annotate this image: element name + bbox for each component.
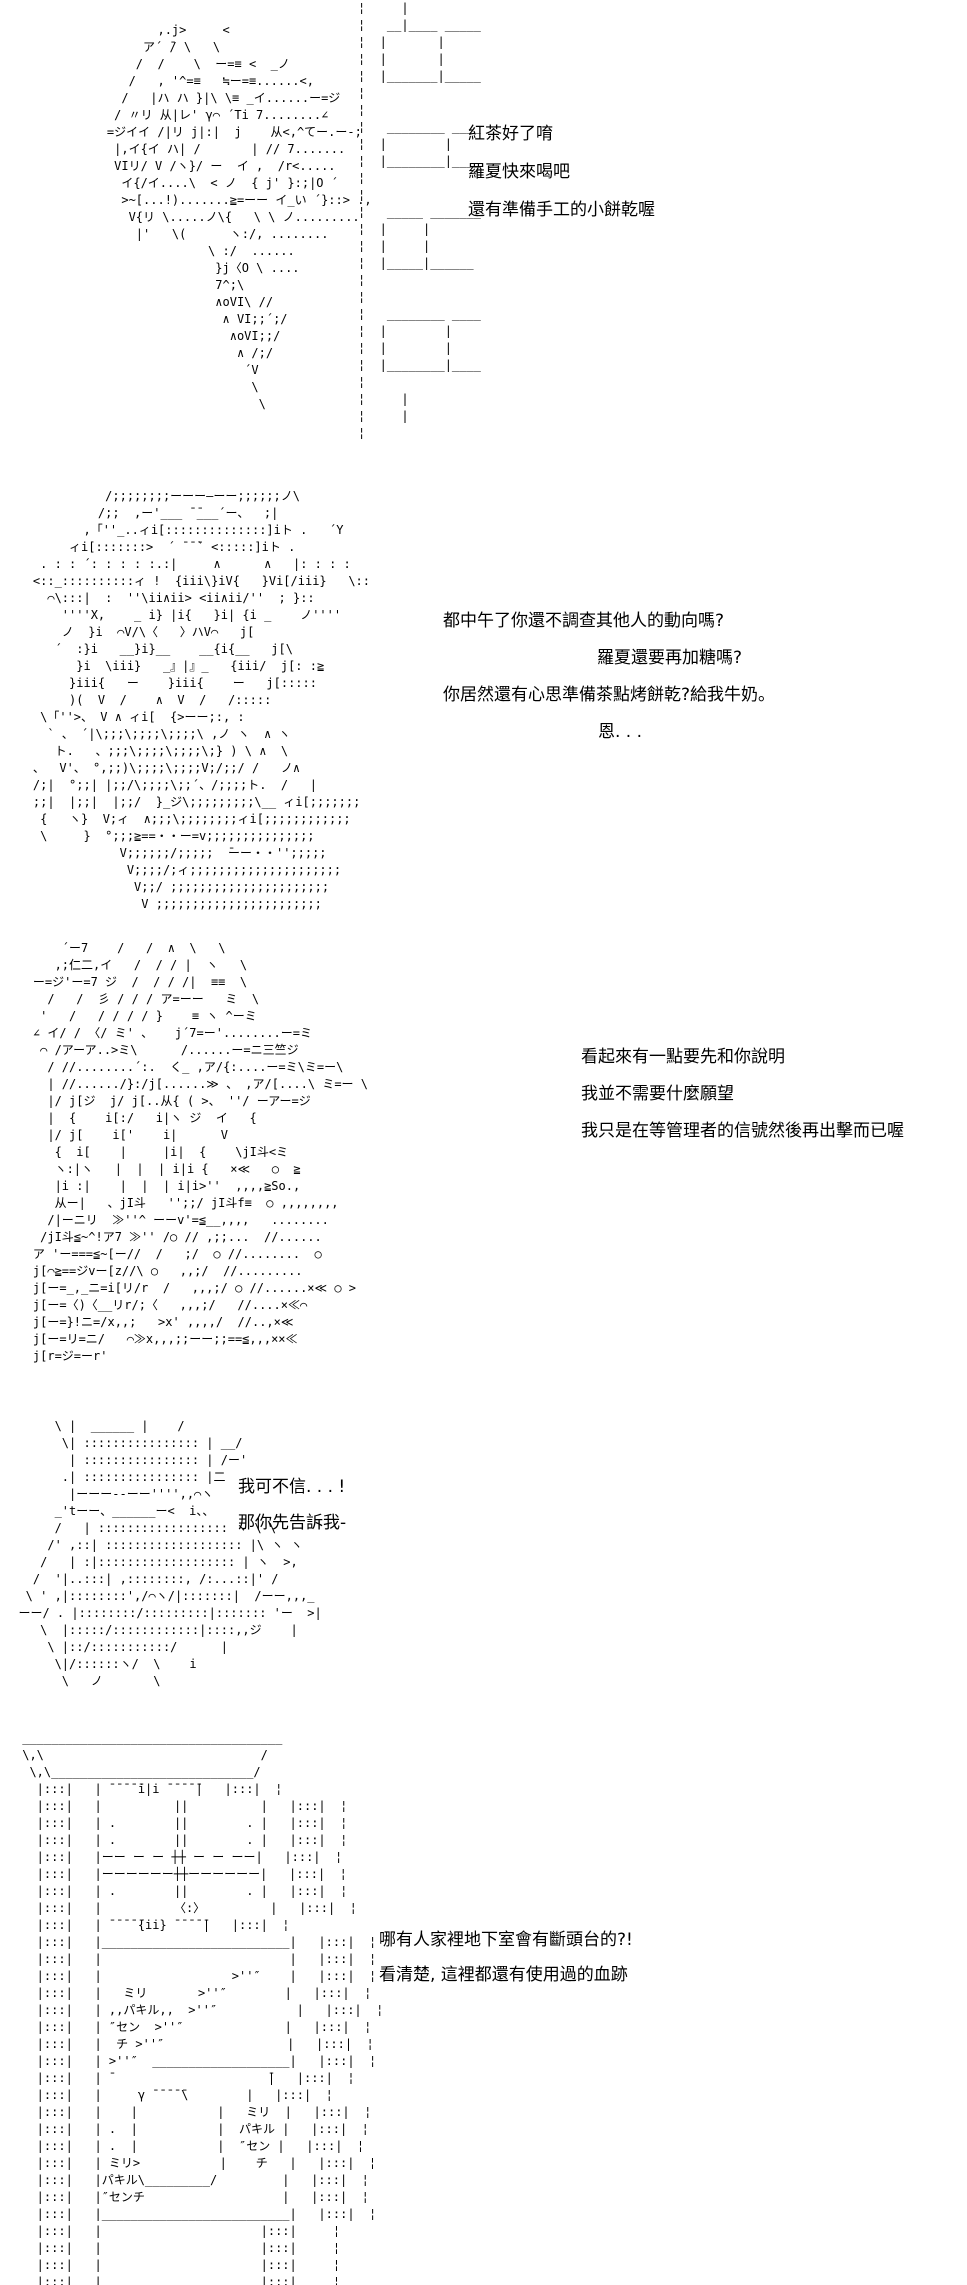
scene5-dialogue-line-2: 看清楚, 這裡都還有使用過的血跡: [379, 1965, 628, 1985]
scene3-dialogue-line-2: 我並不需要什麼願望: [581, 1084, 734, 1104]
scene4-dialogue-line-1: 我可不信. . . !: [238, 1477, 346, 1497]
scene2-character-ascii-art: /;;;;;;;;ーーー―ーー;;;;;;ノ\ /;; ,ー'___ ̄ ̄__…: [32, 489, 371, 911]
scene2-dialogue-line-3: 你居然還有心思準備茶點烤餅乾?給我牛奶。: [443, 685, 776, 705]
scene4-character-ascii-art: \ | ______ | / \| :::::::::::::::: | __/…: [18, 1419, 322, 1688]
scene2-dialogue-line-4: 恩. . .: [598, 722, 643, 742]
scene5-dialogue-line-1: 哪有人家裡地下室會有斷頭台的?!: [379, 1930, 633, 1950]
guillotine-ascii-art: ____________________________________ \,\…: [22, 1731, 384, 2285]
scene2-dialogue-line-2: 羅夏還要再加糖嗎?: [597, 648, 743, 668]
scene3-dialogue-line-3: 我只是在等管理者的信號然後再出擊而已喔: [581, 1121, 904, 1141]
brick-wall-ascii-art: ¦ | ¦ __|____ _____ ¦ | | ¦ | | ¦ |_____…: [358, 1, 481, 440]
scene3-character-ascii-art: ´ー7 / / ∧ \ \ ,;仁二,イ / / / | ヽ \ ー=ジ'ー=7…: [32, 941, 368, 1363]
scene1-dialogue-line-2: 羅夏快來喝吧: [468, 162, 570, 182]
scene3-dialogue-line-1: 看起來有一點要先和你說明: [581, 1047, 785, 1067]
scene1-dialogue-line-1: 紅茶好了唷: [468, 124, 553, 144]
scene4-dialogue-line-2: 那你先告訴我-: [238, 1513, 347, 1533]
scene1-dialogue-line-3: 還有準備手工的小餅乾喔: [468, 200, 655, 220]
scene1-character-ascii-art: ,.j> < ア´ ̄/ \ \ / / \ ー=≡ < _ノ / , '^=≡…: [106, 23, 372, 411]
scene2-dialogue-line-1: 都中午了你還不調查其他人的動向嗎?: [443, 611, 725, 631]
